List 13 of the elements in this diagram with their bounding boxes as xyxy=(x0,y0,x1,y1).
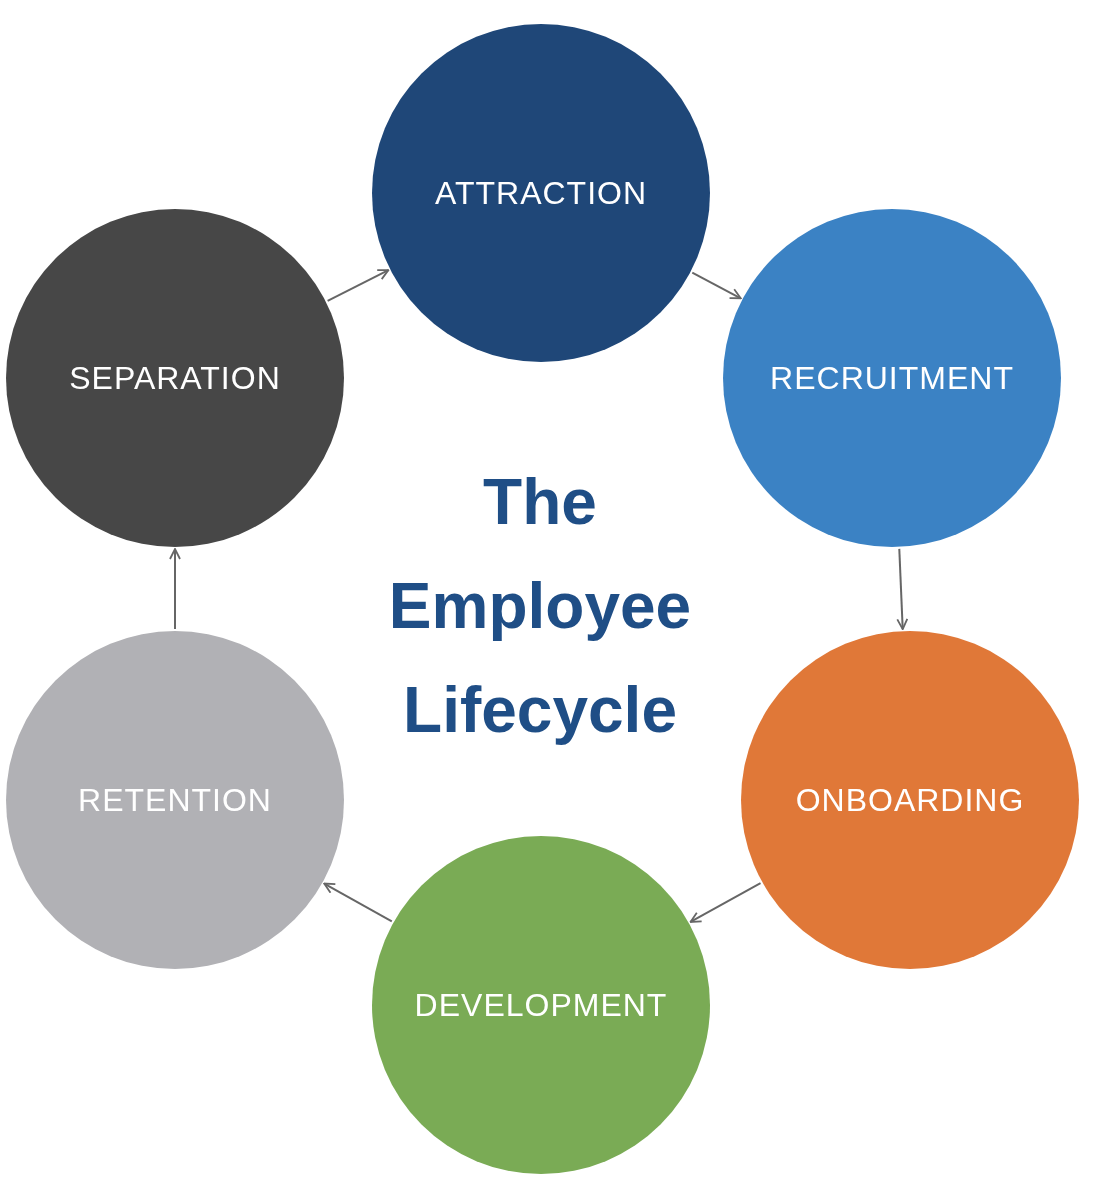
arrow xyxy=(169,548,181,630)
arrow xyxy=(326,269,390,302)
arrow xyxy=(691,271,742,300)
stage-label: DEVELOPMENT xyxy=(414,986,668,1024)
arrow xyxy=(896,547,909,631)
diagram-title: The Employee Lifecycle xyxy=(387,465,693,748)
arrow xyxy=(323,882,393,923)
stage-label: ONBOARDING xyxy=(795,781,1025,819)
stage-label: ATTRACTION xyxy=(434,174,648,212)
arrow xyxy=(689,882,762,923)
stage-label: SEPARATION xyxy=(69,359,281,397)
stage-label: RECRUITMENT xyxy=(770,359,1014,397)
stage-label: RETENTION xyxy=(78,781,272,819)
